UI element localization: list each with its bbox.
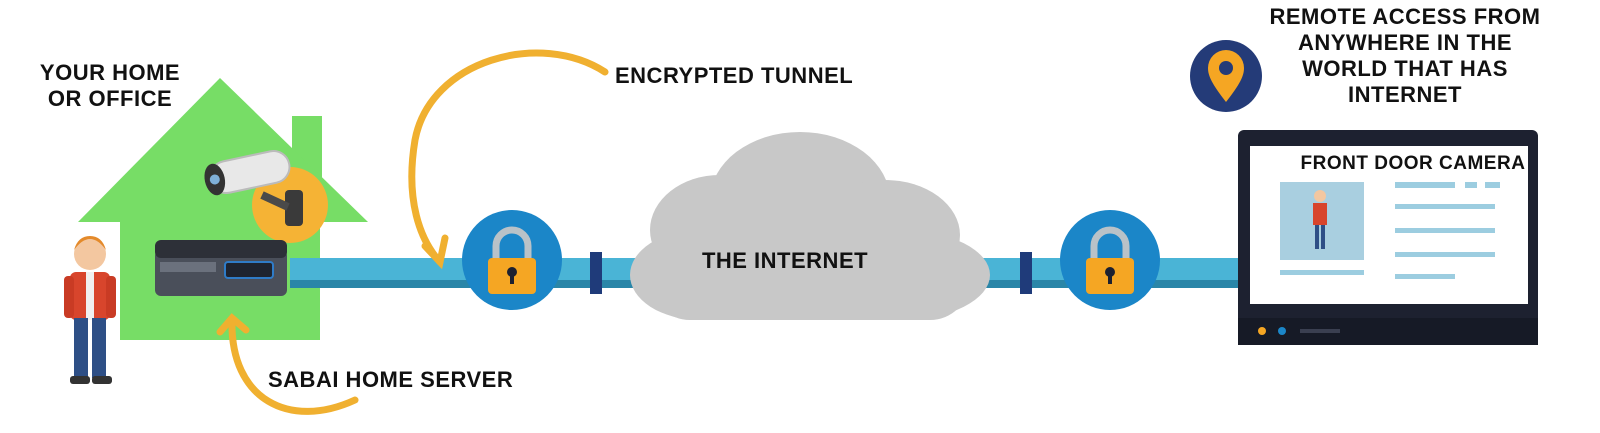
- person-icon: [64, 236, 116, 384]
- cloud-icon: [630, 132, 990, 320]
- mini-pc-icon: [155, 240, 287, 296]
- pipe-coupling: [590, 252, 602, 294]
- lock-icon: [1060, 210, 1160, 310]
- location-pin-icon: [1190, 40, 1262, 112]
- arrow-to-server: [216, 313, 359, 415]
- internet-label: THE INTERNET: [701, 248, 869, 273]
- remote-access-label: REMOTE ACCESS FROM ANYWHERE IN THE WORLD…: [1269, 4, 1541, 107]
- pipe-coupling: [1020, 252, 1032, 294]
- laptop-icon: [1238, 130, 1538, 345]
- lock-icon: [462, 210, 562, 310]
- encrypted-tunnel-label: ENCRYPTED TUNNEL: [615, 63, 854, 88]
- security-camera-icon: [204, 150, 328, 243]
- home-server-label: SABAI HOME SERVER: [268, 367, 514, 392]
- home-office-label: YOUR HOME OR OFFICE: [39, 60, 181, 111]
- arrow-to-tunnel: [408, 49, 609, 270]
- front-door-camera-label: FRONT DOOR CAMERA: [1300, 153, 1526, 174]
